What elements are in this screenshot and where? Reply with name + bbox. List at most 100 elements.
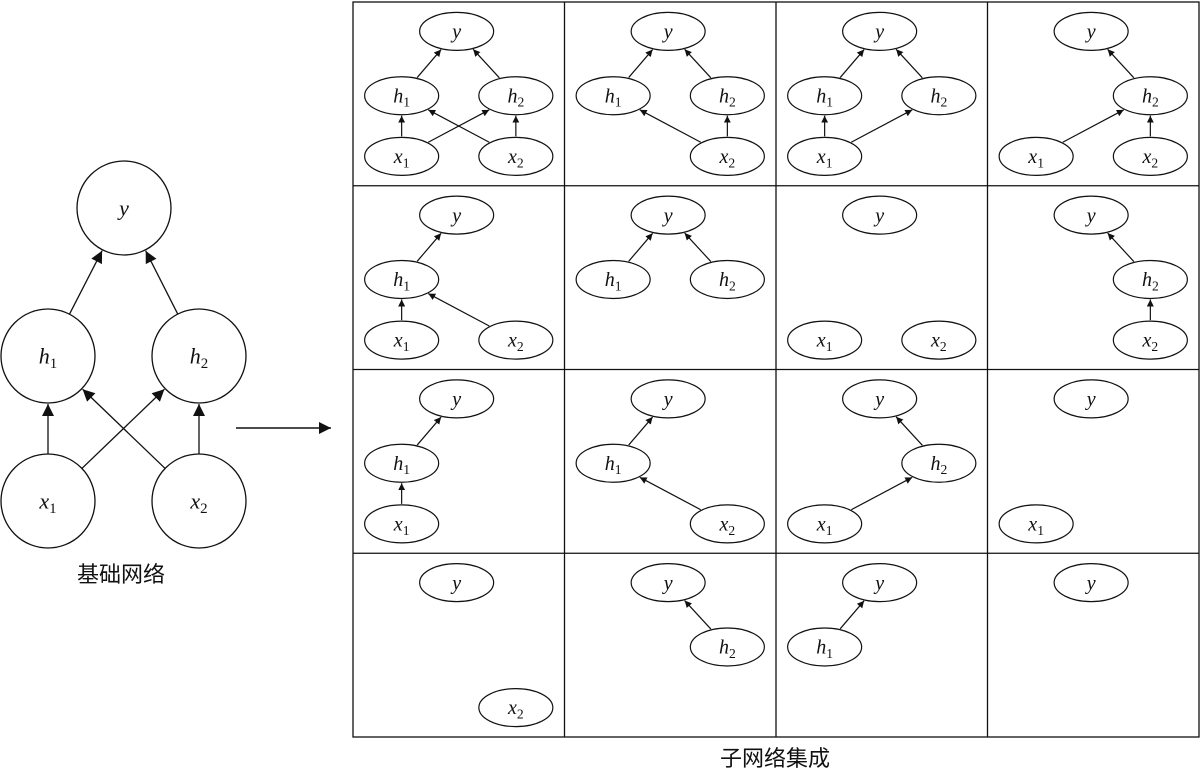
subnet-node-y — [1053, 379, 1129, 419]
subnet-node-label-y: y — [662, 205, 673, 227]
subnet-node-y — [419, 379, 495, 419]
subnet-node-y — [842, 563, 918, 603]
subnet-node-label-x1: x1 — [1027, 146, 1044, 170]
subnet-node-x1 — [787, 320, 863, 360]
subnet-node-label-y: y — [1085, 205, 1096, 227]
base-node-label-x1: x1 — [38, 488, 56, 517]
subnet-node-y — [630, 379, 706, 419]
subnet-node-h1 — [575, 443, 651, 483]
subnet-edge-x1-h2 — [1062, 109, 1125, 143]
subnet-node-h1 — [575, 259, 651, 300]
subnet-node-y — [1053, 563, 1129, 603]
subnet-node-label-h2: h2 — [1142, 269, 1159, 293]
subnet-node-x1 — [364, 136, 440, 176]
subnet-node-h2 — [901, 443, 977, 483]
subnet-node-y — [419, 11, 495, 51]
subnet-node-h1 — [364, 76, 440, 116]
subnet-edge-h2-y — [684, 48, 712, 79]
subnet-edge-h2-y — [895, 48, 923, 79]
subnet-node-label-h2: h2 — [719, 637, 736, 661]
subnet-node-h1 — [575, 76, 651, 116]
subnet-node-label-y: y — [873, 205, 884, 227]
subnet-node-h1 — [787, 76, 863, 116]
subnet-edge-h1-y — [416, 232, 442, 262]
subnet-edge-h2-y — [684, 232, 712, 262]
subnet-edge-h1-y — [839, 600, 865, 630]
subnet-node-h2 — [689, 627, 765, 667]
subnet-node-label-h1: h1 — [393, 269, 410, 293]
subnet-edge-x2-h1 — [427, 109, 490, 143]
subnet-node-label-y: y — [873, 389, 884, 411]
subnet-node-label-h1: h1 — [605, 85, 622, 109]
subnet-node-label-y: y — [662, 21, 673, 43]
subnet-node-label-y: y — [662, 389, 673, 411]
subnet-node-h2 — [901, 76, 977, 116]
subnetwork-cell: y h1 — [787, 563, 918, 667]
base-node-label-y: y — [117, 195, 129, 220]
subnet-node-y — [842, 11, 918, 51]
subnet-node-y — [630, 563, 706, 603]
subnet-node-label-y: y — [450, 389, 461, 411]
base-network-caption: 基础网络 — [77, 563, 165, 588]
subnet-node-label-x1: x1 — [816, 513, 833, 537]
base-edge-h2-y — [145, 250, 179, 315]
subnet-node-label-y: y — [450, 572, 461, 594]
base-node-x1 — [0, 453, 96, 549]
subnet-node-h2 — [478, 76, 554, 116]
subnet-edge-x1-h2 — [850, 109, 913, 143]
subnetwork-cell: y h2 x1 — [787, 379, 977, 544]
subnet-node-label-y: y — [873, 21, 884, 43]
subnet-node-label-h2: h2 — [507, 85, 524, 109]
subnet-node-label-y: y — [1085, 21, 1096, 43]
subnet-node-x1 — [787, 504, 863, 544]
subnet-node-label-h1: h1 — [393, 453, 410, 477]
subnet-edge-h2-y — [895, 416, 923, 446]
subnet-edge-h1-y — [416, 49, 442, 78]
subnet-edge-h2-y — [1107, 232, 1135, 262]
subnet-node-label-h1: h1 — [816, 637, 833, 661]
subnetwork-cell: yh2 — [630, 563, 765, 667]
subnet-node-label-y: y — [1085, 572, 1096, 594]
subnet-node-y — [630, 195, 706, 235]
subnet-node-y — [842, 379, 918, 419]
subnet-edge-x2-h1 — [639, 476, 702, 511]
subnet-node-x2 — [689, 136, 765, 176]
subnet-node-label-x1: x1 — [393, 146, 410, 170]
subnet-edge-h2-y — [684, 600, 712, 630]
subnet-node-label-x2: x2 — [719, 146, 736, 170]
subnet-node-y — [419, 195, 495, 235]
subnet-node-x2 — [478, 320, 554, 360]
subnet-node-label-x1: x1 — [1027, 513, 1044, 537]
subnet-edge-h1-y — [628, 416, 654, 446]
subnet-node-h1 — [364, 259, 440, 300]
subnet-edge-x1-h2 — [850, 476, 913, 511]
subnet-node-label-x1: x1 — [393, 330, 410, 354]
subnet-node-label-h1: h1 — [605, 269, 622, 293]
subnet-node-y — [1053, 11, 1129, 51]
subnet-node-y — [630, 11, 706, 51]
subnet-node-label-y: y — [873, 572, 884, 594]
subnet-node-x2 — [1112, 136, 1188, 176]
subnet-node-h2 — [1112, 76, 1188, 116]
base-node-label-x2: x2 — [189, 488, 207, 517]
subnet-node-x1 — [998, 504, 1074, 544]
subnet-node-label-x1: x1 — [816, 146, 833, 170]
subnet-node-label-x2: x2 — [719, 513, 736, 537]
subnet-node-label-x2: x2 — [507, 697, 524, 721]
subnet-node-label-y: y — [450, 205, 461, 227]
subnet-edge-h2-y — [1107, 48, 1135, 79]
subnet-node-label-h2: h2 — [719, 85, 736, 109]
subnet-node-label-h2: h2 — [930, 453, 947, 477]
subnet-edge-x2-h1 — [639, 109, 702, 143]
subnet-node-label-x2: x2 — [507, 146, 524, 170]
subnet-node-label-y: y — [450, 21, 461, 43]
